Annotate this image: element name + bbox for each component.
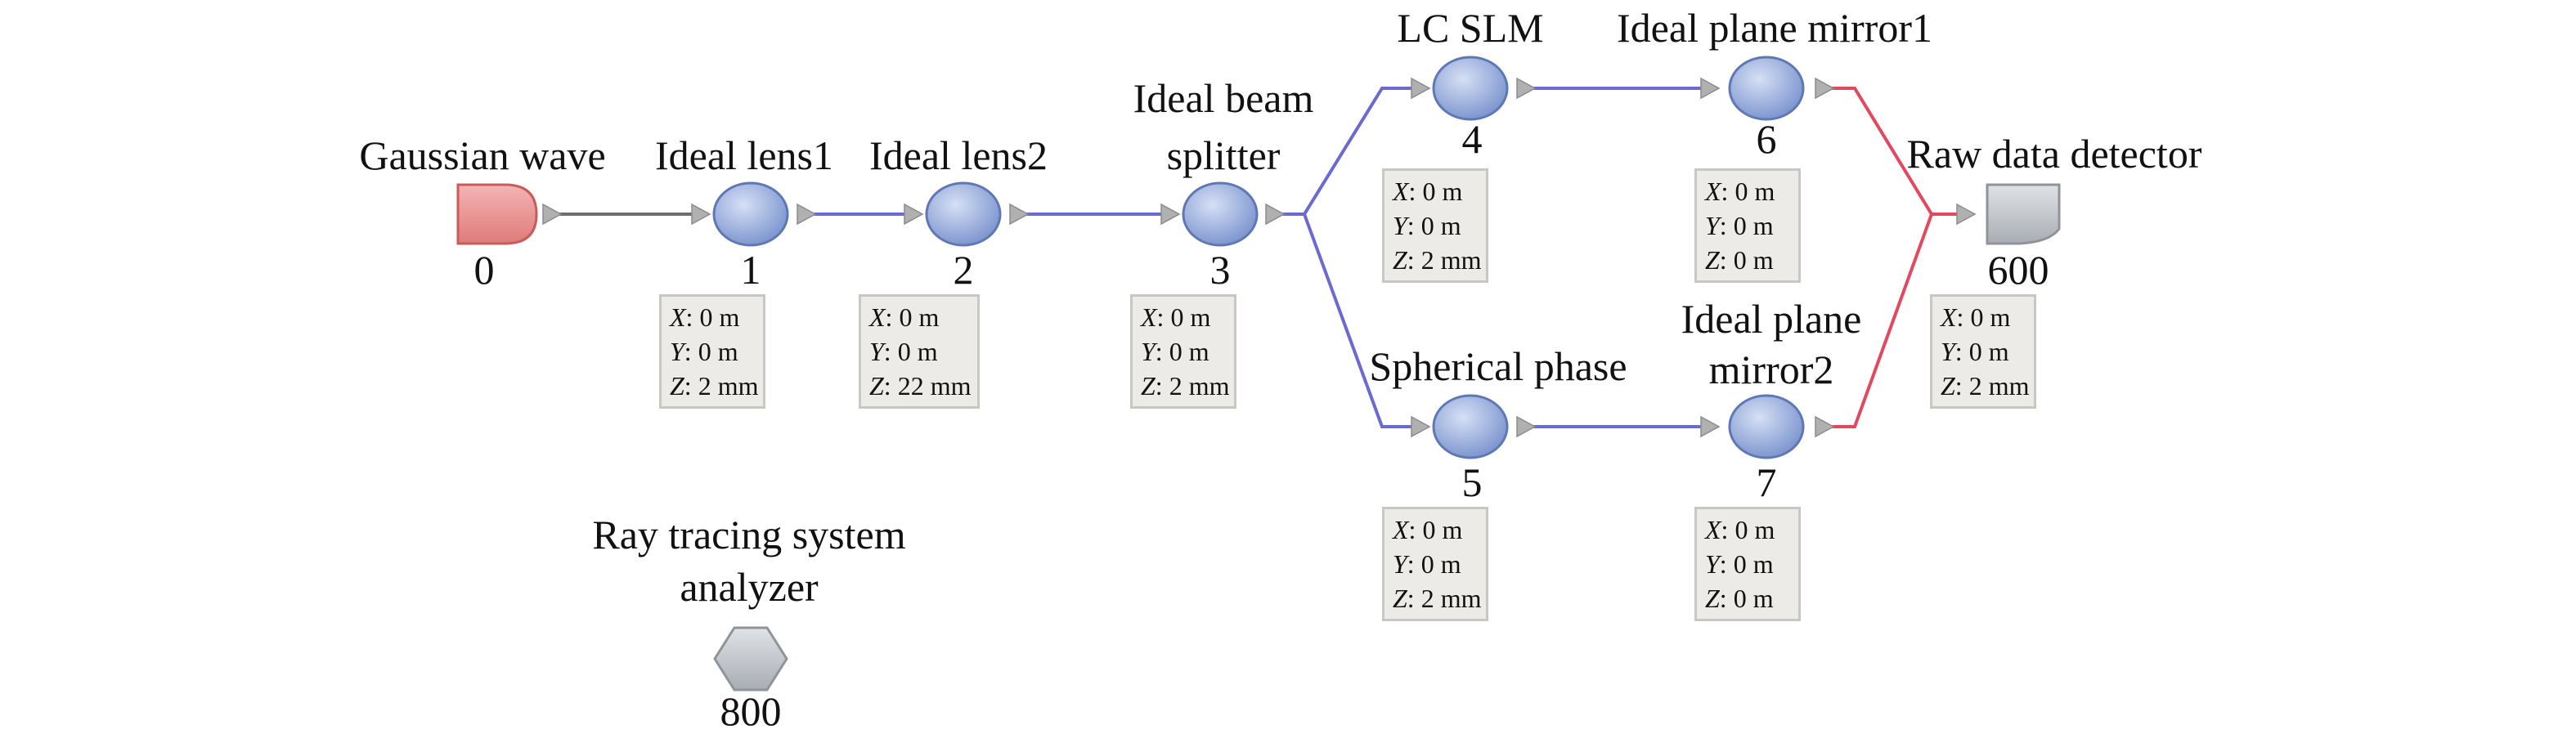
port-out-splitter (1265, 203, 1286, 226)
lens1-x: X: 0 m (670, 302, 740, 332)
port-in-mirror2 (1700, 415, 1721, 438)
mirror2-icon (1728, 394, 1805, 459)
link-mirror1-detector (1825, 87, 1959, 216)
link-mirror2-detector (1825, 213, 1933, 428)
lens2-id: 2 (953, 247, 974, 293)
detector-position-box: X: 0 m Y: 0 m Z: 2 mm (1930, 294, 2036, 409)
lens1-position-box: X: 0 m Y: 0 m Z: 2 mm (659, 294, 765, 409)
mirror1-label: Ideal plane mirror1 (1617, 5, 1932, 51)
gaussian-wave-id: 0 (473, 247, 495, 293)
splitter-label-line2: splitter (1166, 132, 1281, 178)
lens1-icon (712, 181, 789, 247)
lens1-label: Ideal lens1 (655, 132, 833, 178)
spherical-position-box: X: 0 m Y: 0 m Z: 2 mm (1382, 507, 1488, 621)
analyzer-label-line1: Ray tracing system (592, 512, 906, 557)
port-out-slm (1516, 77, 1537, 100)
splitter-position-box: X: 0 m Y: 0 m Z: 2 mm (1130, 294, 1236, 409)
slm-position-box: X: 0 m Y: 0 m Z: 2 mm (1382, 168, 1488, 283)
port-in-splitter (1160, 203, 1181, 226)
mirror1-x: X: 0 m (1705, 177, 1775, 206)
spherical-z: Z: 2 mm (1393, 584, 1482, 613)
mirror1-icon (1728, 56, 1805, 121)
detector-id: 600 (1987, 247, 2049, 293)
slm-icon (1432, 56, 1509, 121)
mirror2-position-box: X: 0 m Y: 0 m Z: 0 m (1694, 507, 1801, 621)
port-out-lens1 (797, 203, 817, 226)
slm-x: X: 0 m (1393, 177, 1463, 206)
slm-id: 4 (1461, 116, 1483, 162)
port-out-source (542, 203, 563, 226)
mirror2-id: 7 (1756, 459, 1777, 505)
splitter-label-line1: Ideal beam (1133, 75, 1314, 121)
lens2-icon (925, 181, 1002, 247)
detector-icon (1986, 183, 2061, 245)
spherical-y: Y: 0 m (1393, 549, 1461, 579)
lens2-y: Y: 0 m (869, 337, 938, 366)
port-in-mirror1 (1700, 77, 1721, 100)
lens1-id: 1 (740, 247, 761, 293)
mirror2-label-line2: mirror2 (1708, 347, 1834, 392)
lens2-x: X: 0 m (869, 302, 940, 332)
slm-y: Y: 0 m (1393, 211, 1461, 240)
mirror1-id: 6 (1756, 116, 1777, 162)
slm-label: LC SLM (1397, 5, 1544, 51)
lens1-z: Z: 2 mm (670, 371, 759, 401)
link-splitter-spherical (1303, 213, 1413, 428)
lens2-label: Ideal lens2 (869, 132, 1048, 178)
mirror2-z: Z: 0 m (1705, 584, 1774, 613)
port-in-slm (1411, 77, 1431, 100)
lens2-z: Z: 22 mm (869, 371, 972, 401)
mirror1-y: Y: 0 m (1705, 211, 1774, 240)
slm-z: Z: 2 mm (1393, 245, 1482, 275)
gaussian-wave-label: Gaussian wave (359, 132, 606, 178)
splitter-x: X: 0 m (1141, 302, 1211, 332)
mirror1-z: Z: 0 m (1705, 245, 1774, 275)
port-out-lens2 (1009, 203, 1030, 226)
source-icon (456, 183, 538, 245)
spherical-label: Spherical phase (1369, 343, 1627, 389)
detector-x: X: 0 m (1941, 302, 2011, 332)
lens2-position-box: X: 0 m Y: 0 m Z: 22 mm (859, 294, 980, 409)
port-in-lens2 (904, 203, 924, 226)
port-out-mirror1 (1815, 77, 1835, 100)
spherical-icon (1432, 394, 1509, 459)
detector-z: Z: 2 mm (1941, 371, 2030, 401)
detector-label: Raw data detector (1906, 131, 2202, 177)
link-splitter-slm (1278, 87, 1413, 216)
port-in-detector (1956, 203, 1977, 226)
analyzer-label-line2: analyzer (680, 564, 819, 610)
analyzer-icon (713, 626, 788, 692)
port-arrows (542, 77, 1977, 438)
port-in-spherical (1411, 415, 1431, 438)
mirror1-position-box: X: 0 m Y: 0 m Z: 0 m (1694, 168, 1801, 283)
mirror2-y: Y: 0 m (1705, 549, 1774, 579)
lens1-y: Y: 0 m (670, 337, 738, 366)
mirror2-x: X: 0 m (1705, 515, 1775, 544)
spherical-id: 5 (1461, 459, 1483, 505)
splitter-id: 3 (1209, 247, 1231, 293)
detector-y: Y: 0 m (1941, 337, 2009, 366)
spherical-x: X: 0 m (1393, 515, 1463, 544)
port-in-lens1 (691, 203, 711, 226)
port-out-spherical (1516, 415, 1537, 438)
splitter-z: Z: 2 mm (1141, 371, 1230, 401)
mirror2-label-line1: Ideal plane (1681, 296, 1862, 342)
analyzer-id: 800 (720, 688, 782, 734)
splitter-y: Y: 0 m (1141, 337, 1209, 366)
port-out-mirror2 (1815, 415, 1835, 438)
splitter-icon (1182, 181, 1259, 247)
